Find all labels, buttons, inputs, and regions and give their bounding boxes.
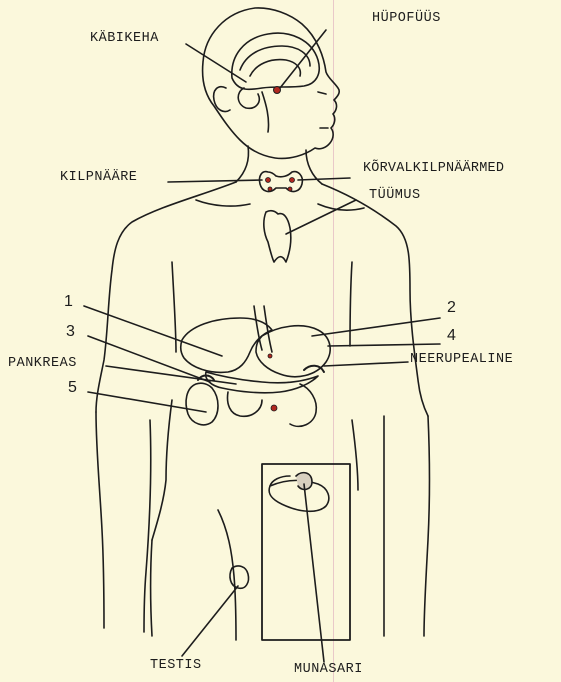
clavicle-left: [196, 200, 250, 206]
inner-arm-left: [144, 420, 151, 632]
number-3: 3: [66, 323, 75, 341]
islet-mark: [268, 354, 272, 358]
parathyroid-gland: [290, 178, 295, 183]
cerebellum: [238, 88, 259, 108]
parathyroid-gland: [266, 178, 271, 183]
label-kilpnaare: KILPNÄÄRE: [60, 170, 137, 185]
leader-hupofuus: [280, 30, 326, 88]
intestine: [228, 392, 263, 416]
brain-stem: [262, 92, 269, 132]
stomach: [256, 326, 330, 377]
shoulder-right: [322, 184, 428, 416]
number-4: 4: [447, 327, 456, 345]
leader-kilpnaare: [168, 180, 262, 182]
leader-4: [328, 344, 440, 346]
number-1: 1: [64, 293, 73, 311]
leader-korvalkilpnaarmed: [298, 178, 350, 180]
kidney-left: [186, 383, 218, 425]
ovary-mark: [271, 405, 277, 411]
waist-left: [152, 400, 172, 540]
hip-left: [151, 540, 153, 636]
waist-right: [352, 420, 358, 490]
label-korvalkilpnaarmed: KÕRVALKILPNÄÄRMED: [363, 161, 504, 176]
label-tuumus: TÜÜMUS: [369, 188, 421, 203]
leader-2: [312, 318, 440, 336]
label-pankreas: PANKREAS: [8, 356, 77, 371]
number-2: 2: [447, 299, 456, 317]
label-testis: TESTIS: [150, 658, 202, 673]
leader-5: [88, 392, 206, 412]
intestine-right: [290, 384, 316, 426]
leader-kabikeha: [186, 44, 246, 82]
eye: [318, 92, 326, 94]
shoulder-left: [96, 182, 236, 412]
arm-inner-right: [350, 262, 352, 346]
brain-fold: [250, 60, 300, 76]
arm-right: [424, 416, 430, 636]
arm-left: [96, 412, 104, 628]
head-outline: [203, 8, 340, 159]
leg-line: [218, 510, 236, 640]
leader-3: [88, 336, 210, 382]
number-5: 5: [68, 379, 77, 397]
leader-neerupealine: [324, 362, 408, 366]
label-neerupealine: NEERUPEALINE: [410, 352, 513, 367]
parathyroid-gland: [288, 187, 292, 191]
label-kabikeha: KÄBIKEHA: [90, 31, 159, 46]
leader-testis: [182, 586, 238, 656]
inset-box: [262, 464, 350, 640]
thymus-gland: [264, 211, 291, 262]
parathyroid-gland: [268, 187, 272, 191]
brain-fold: [240, 46, 310, 70]
neck-left: [236, 146, 249, 182]
label-hupofuus: HÜPOFÜÜS: [372, 11, 441, 26]
label-munasari: MUNASARI: [294, 662, 363, 677]
